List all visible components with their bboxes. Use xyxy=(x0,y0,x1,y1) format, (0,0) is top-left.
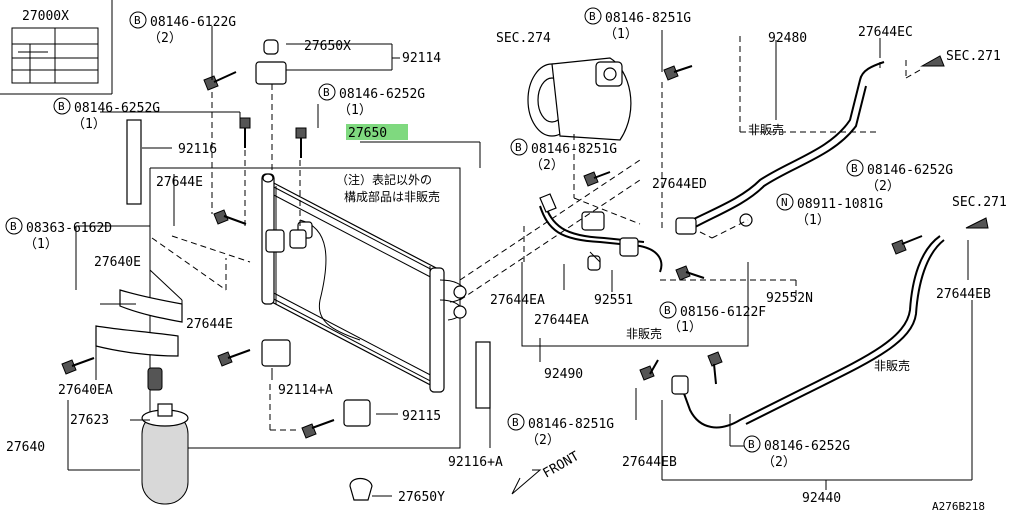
part-27644eb-b: 27644EB xyxy=(622,455,677,470)
highlight-27650 xyxy=(346,124,408,140)
qty-2-c: （2） xyxy=(526,433,560,448)
svg-text:B: B xyxy=(589,10,596,23)
part-27640ea: 27640EA xyxy=(58,383,113,398)
part-92480: 92480 xyxy=(768,31,807,46)
part-08146-8251g-b: 08146-8251G xyxy=(531,142,617,157)
part-92490: 92490 xyxy=(544,367,583,382)
part-08146-8251g-c: 08146-8251G xyxy=(528,417,614,432)
qty-2-a: （2） xyxy=(148,31,182,46)
non-sale-c: 非販売 xyxy=(874,358,910,373)
compressor xyxy=(527,57,632,141)
part-27644e-a: 27644E xyxy=(156,175,203,190)
svg-text:B: B xyxy=(58,100,65,113)
qty-1-a: （1） xyxy=(72,117,106,132)
part-08156-6122f: 08156-6122F xyxy=(680,305,766,320)
receiver-drier xyxy=(141,367,189,505)
part-27640e: 27640E xyxy=(94,255,141,270)
part-labels: 08146-6122G （2） 27650X 92114 08146-6252G… xyxy=(6,11,1007,512)
svg-text:B: B xyxy=(512,416,519,429)
qty-1-d: （1） xyxy=(604,27,638,42)
front-arrow xyxy=(511,469,542,495)
part-92551: 92551 xyxy=(594,293,633,308)
part-27644ea-a: 27644EA xyxy=(490,293,545,308)
part-92552n: 92552N xyxy=(766,291,813,306)
sec-271-a: SEC.271 xyxy=(946,49,1001,64)
qty-2-b: （2） xyxy=(530,158,564,173)
svg-text:B: B xyxy=(134,14,141,27)
condenser-core xyxy=(261,173,467,393)
part-27650x: 27650X xyxy=(304,39,351,54)
part-08146-6252g-c: 08146-6252G xyxy=(867,163,953,178)
piping xyxy=(539,61,945,429)
note-line-1: （注）表記以外の xyxy=(336,172,432,187)
part-27623: 27623 xyxy=(70,413,109,428)
qty-2-e: （2） xyxy=(762,455,796,470)
part-92114a: 92114+A xyxy=(278,383,333,398)
svg-text:B: B xyxy=(323,86,330,99)
non-sale-a: 非販売 xyxy=(626,326,662,341)
sec-274: SEC.274 xyxy=(496,31,551,46)
qty-1-e: （1） xyxy=(668,320,702,335)
leader-lines xyxy=(67,26,973,497)
part-27650: 27650 xyxy=(348,126,387,141)
part-27644ed: 27644ED xyxy=(652,177,707,192)
qty-1-f: （1） xyxy=(796,213,830,228)
part-92116: 92116 xyxy=(178,142,217,157)
part-27000x: 27000X xyxy=(22,9,69,24)
part-08146-6122g: 08146-6122G xyxy=(150,15,236,30)
svg-text:B: B xyxy=(664,304,671,317)
arrow-sec271-top xyxy=(920,55,945,67)
non-sale-b: 非販売 xyxy=(748,122,784,137)
qty-1-b: （1） xyxy=(338,103,372,118)
part-27644e-b: 27644E xyxy=(186,317,233,332)
part-08146-6252g-b: 08146-6252G xyxy=(339,87,425,102)
qty-1-c: （1） xyxy=(24,237,58,252)
svg-text:N: N xyxy=(781,196,788,209)
part-92116a: 92116+A xyxy=(448,455,503,470)
bolts xyxy=(61,65,923,439)
arrow-sec271-right xyxy=(965,217,989,229)
note-line-2: 構成部品は非販売 xyxy=(344,189,440,204)
bolt-markers: B B B B B B B N B B B xyxy=(5,7,864,453)
part-92114: 92114 xyxy=(402,51,441,66)
sec-271-b: SEC.271 xyxy=(952,195,1007,210)
svg-text:B: B xyxy=(748,438,755,451)
part-27644ec: 27644EC xyxy=(858,25,913,40)
part-27650y: 27650Y xyxy=(398,490,445,505)
part-92440: 92440 xyxy=(802,491,841,506)
qty-2-d: （2） xyxy=(866,179,900,194)
part-08146-6252g-d: 08146-6252G xyxy=(764,439,850,454)
diagram-code: A276B218 xyxy=(932,500,985,512)
svg-text:B: B xyxy=(10,220,17,233)
part-08911-1081g: 08911-1081G xyxy=(797,197,883,212)
part-27644eb-a: 27644EB xyxy=(936,287,991,302)
front-label: FRONT xyxy=(541,449,583,482)
label-box xyxy=(0,0,113,95)
part-27640: 27640 xyxy=(6,440,45,455)
part-08146-8251g-a: 08146-8251G xyxy=(605,11,691,26)
part-08146-6252g-a: 08146-6252G xyxy=(74,101,160,116)
part-27644ea-b: 27644EA xyxy=(534,313,589,328)
svg-text:B: B xyxy=(515,141,522,154)
part-92115: 92115 xyxy=(402,409,441,424)
part-08363-6162d: 08363-6162D xyxy=(26,221,112,236)
svg-text:B: B xyxy=(851,162,858,175)
